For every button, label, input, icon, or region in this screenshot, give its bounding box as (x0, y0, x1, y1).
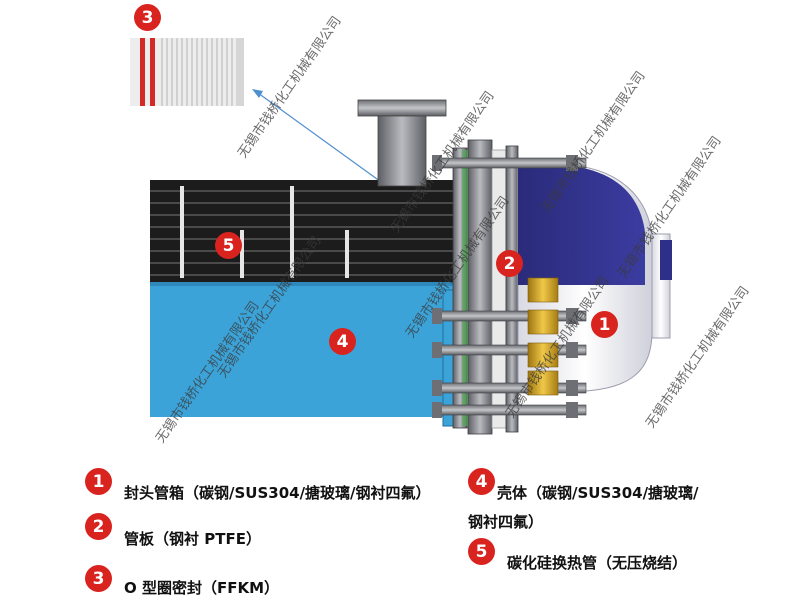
o-ring-end (236, 38, 244, 106)
legend-badge-3: 3 (85, 565, 112, 592)
bolt-head (432, 380, 442, 396)
arrow-head (252, 89, 263, 98)
brass-coupling (527, 309, 559, 335)
bolt-head (432, 308, 442, 324)
bolt-head (432, 402, 442, 418)
bolt-head (432, 342, 442, 358)
flange-bolts (432, 155, 587, 418)
legend-text-3: O 型圈密封（FFKM） (124, 579, 280, 597)
callout-badge-3: 3 (134, 4, 161, 31)
callout-badge-2: 2 (496, 250, 523, 277)
callout-badge-4: 4 (329, 328, 356, 355)
o-ring-red-band (140, 38, 145, 106)
brass-coupling (527, 342, 559, 368)
baffle-plate (240, 230, 244, 278)
legend-text-5: 碳化硅换热管（无压烧结） (507, 554, 688, 572)
baffle-plate (180, 186, 184, 278)
legend-text-4b: 钢衬四氟） (468, 513, 544, 531)
bolt-nut (566, 155, 578, 171)
bolt-nut (566, 308, 578, 324)
bolt-nut (566, 380, 578, 396)
legend-text-1: 封头管箱（碳钢/SUS304/搪玻璃/钢衬四氟） (124, 484, 431, 502)
legend-badge-4: 4 (468, 468, 495, 495)
bolt-head (432, 155, 442, 171)
baffles (180, 186, 349, 278)
legend-badge-2: 2 (85, 513, 112, 540)
o-ring-red-band (150, 38, 155, 106)
legend-badge-5: 5 (468, 538, 495, 565)
shell-body (150, 282, 455, 417)
brass-coupling (527, 277, 559, 303)
bolt-nut (566, 342, 578, 358)
legend-badge-1: 1 (85, 468, 112, 495)
o-ring-ridges (161, 38, 233, 106)
callout-badge-1: 1 (591, 311, 618, 338)
top-nozzle (357, 99, 447, 187)
baffle-plate (290, 186, 294, 278)
tube-bundle (150, 180, 455, 282)
baffle-plate (345, 230, 349, 278)
o-ring-inset (130, 38, 244, 106)
head-box (517, 164, 672, 393)
callout-badge-5: 5 (215, 232, 242, 259)
tube-lines (150, 190, 455, 276)
legend-text-4a: 壳体（碳钢/SUS304/搪玻璃/ (497, 484, 699, 502)
bolt-nut (566, 402, 578, 418)
legend-text-2: 管板（钢衬 PTFE） (124, 530, 261, 548)
brass-coupling (527, 370, 559, 396)
shell-top-edge (150, 282, 455, 286)
